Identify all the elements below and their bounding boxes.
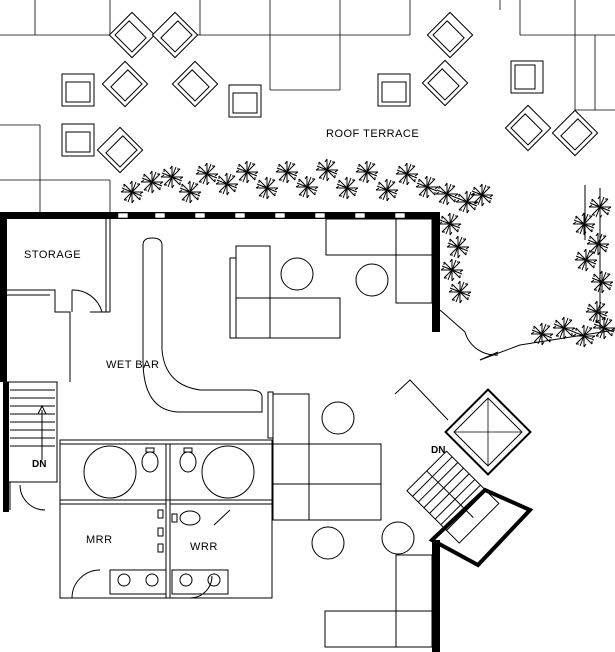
exterior-walls	[0, 212, 440, 652]
stair-tower	[394, 379, 534, 568]
terrace-planters	[120, 158, 615, 348]
terrace-furniture	[61, 11, 599, 174]
label-storage: STORAGE	[24, 249, 81, 261]
label-dn-right: DN	[431, 445, 445, 456]
east-window-strip	[435, 540, 440, 652]
terrace-edges	[479, 185, 615, 361]
interior-walls	[6, 219, 274, 599]
label-roof-terrace: ROOF TERRACE	[326, 128, 419, 140]
label-mrr: MRR	[86, 534, 113, 546]
terrace-paving	[0, 0, 615, 212]
lounge-furniture	[229, 218, 433, 648]
wall-stub	[3, 382, 9, 512]
exit-door	[439, 309, 499, 361]
restroom-fixtures	[83, 445, 255, 595]
label-wet-bar: WET BAR	[106, 359, 159, 371]
north-windows	[117, 212, 406, 219]
label-dn-left: DN	[32, 459, 46, 470]
label-wrr: WRR	[190, 541, 218, 553]
